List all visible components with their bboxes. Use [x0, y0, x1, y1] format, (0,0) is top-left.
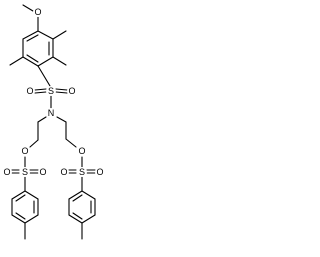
- bond-c-o-right: [65, 138, 77, 148]
- bond-ring-right-6: [68, 190, 83, 200]
- atom-methoxy-oxygen: O: [34, 7, 41, 17]
- atom-ester-oxygen-left: O: [21, 146, 28, 156]
- bond-n-c-right: [56, 116, 67, 123]
- bond-ring-top-1: [37, 30, 54, 40]
- atom-tosyl-sulfur-right: S: [79, 167, 85, 177]
- bond-ring-right-1: [81, 190, 96, 200]
- atom-ester-oxygen-right: O: [78, 146, 85, 156]
- bond-ring-right-3: [81, 214, 96, 224]
- atom-sulfonyl-sulfur: S: [48, 86, 54, 96]
- atom-tosyl-oxygen-right-a: O: [60, 167, 67, 177]
- bond-s-o-right-a: [55, 88, 68, 91]
- bond-s-o-right-b: [55, 91, 68, 94]
- bond-ring-top-inner-1: [26, 34, 39, 42]
- bond-s-o-left-a: [34, 88, 47, 91]
- bond-methyl-o: [22, 4, 34, 12]
- atom-sulfonyl-oxygen-right: O: [68, 86, 75, 96]
- atom-nitrogen: N: [48, 108, 55, 118]
- atom-tosyl-sulfur-left: S: [22, 167, 28, 177]
- bond-ring-left-inner-3: [15, 212, 26, 220]
- bond-ring-top-4: [22, 56, 39, 67]
- atom-tosyl-oxygen-left-a: O: [3, 167, 10, 177]
- bond-methyl-lower-right: [52, 56, 67, 66]
- atom-labels: O S O O N O O S O O S O O: [2, 7, 105, 177]
- bond-ring-top-3: [37, 56, 54, 67]
- chemical-structure: O S O O N O O S O O S O O: [2, 4, 105, 240]
- bond-ring-right-inner-3: [72, 212, 83, 220]
- bond-n-c-left: [37, 116, 47, 123]
- bond-ring-left-1: [24, 190, 39, 200]
- bond-ring-right-inner-1: [72, 194, 83, 202]
- bond-ring-left-inner-1: [15, 194, 26, 202]
- bond-ring-top-inner-3: [26, 54, 39, 63]
- bond-ring-right-4: [68, 214, 83, 224]
- bonds: [9, 4, 96, 240]
- bond-ring-left-6: [11, 190, 26, 200]
- bond-s-o-left-b: [34, 91, 47, 94]
- atom-tosyl-oxygen-left-b: O: [39, 167, 46, 177]
- bond-ring-s: [37, 65, 51, 87]
- bond-methyl-lower-left: [9, 56, 24, 66]
- bond-ring-left-4: [11, 214, 26, 224]
- bond-c-o-left: [29, 139, 39, 148]
- atom-sulfonyl-oxygen-left: O: [26, 86, 33, 96]
- bond-ring-left-3: [24, 214, 39, 224]
- bond-ring-top-6: [22, 30, 39, 40]
- atom-tosyl-oxygen-right-b: O: [96, 167, 103, 177]
- bond-methyl-upper-right: [52, 30, 67, 40]
